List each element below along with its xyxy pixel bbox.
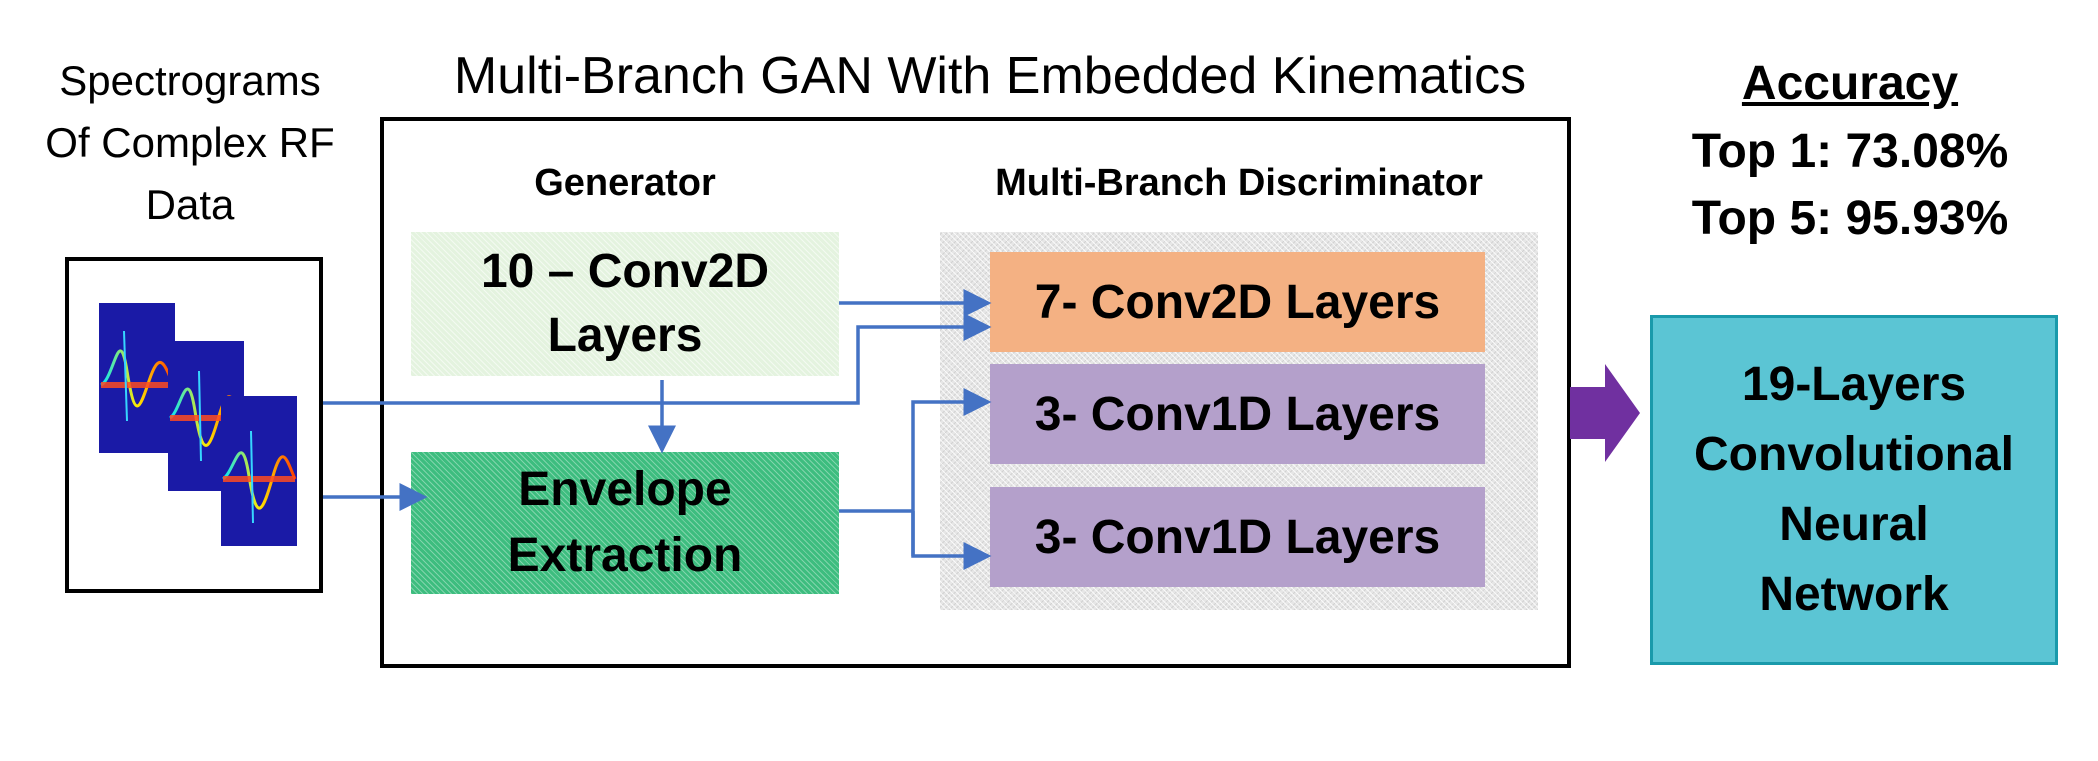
generator-box-line-2: Layers (547, 309, 703, 362)
discriminator-title: Multi-Branch Discriminator (995, 162, 1483, 204)
input-label: Spectrograms Of Complex RF Data (20, 50, 360, 236)
accuracy-top1: Top 1: 73.08% (1691, 125, 2009, 178)
spectrogram-frame (65, 257, 323, 593)
output-arrow-icon (1570, 364, 1640, 462)
classifier-box: 19-Layers Convolutional Neural Network (1650, 315, 2058, 665)
gan-title: Multi-Branch GAN With Embedded Kinematic… (453, 47, 1527, 105)
input-label-line-1: Spectrograms (59, 57, 321, 104)
accuracy-title: Accuracy (1640, 52, 2060, 116)
branch-conv1d-1: 3- Conv1D Layers (990, 364, 1485, 464)
envelope-box-line-1: Envelope (518, 463, 732, 516)
classifier-line-3: Neural (1779, 498, 1929, 551)
classifier-line-2: Convolutional (1694, 428, 2014, 481)
branch-conv2d: 7- Conv2D Layers (990, 252, 1485, 352)
branch-conv1d-2: 3- Conv1D Layers (990, 487, 1485, 587)
generator-title: Generator (534, 162, 716, 204)
spectrogram-panel-3 (221, 396, 297, 546)
input-label-line-2: Of Complex RF (45, 119, 335, 166)
generator-box-line-1: 10 – Conv2D (480, 245, 770, 298)
classifier-line-1: 19-Layers (1741, 358, 1967, 411)
spectrogram-panel-1 (99, 303, 175, 453)
accuracy-top5: Top 5: 95.93% (1691, 192, 2009, 245)
envelope-box-line-2: Extraction (507, 529, 743, 582)
generator-box: 10 – Conv2D Layers (411, 232, 839, 376)
input-label-line-3: Data (145, 181, 235, 228)
spectrogram-thumbnails-icon (99, 303, 297, 546)
classifier-line-4: Network (1759, 568, 1949, 621)
envelope-extraction-box: Envelope Extraction (411, 452, 839, 594)
accuracy-title-text: Accuracy (1741, 57, 1959, 110)
